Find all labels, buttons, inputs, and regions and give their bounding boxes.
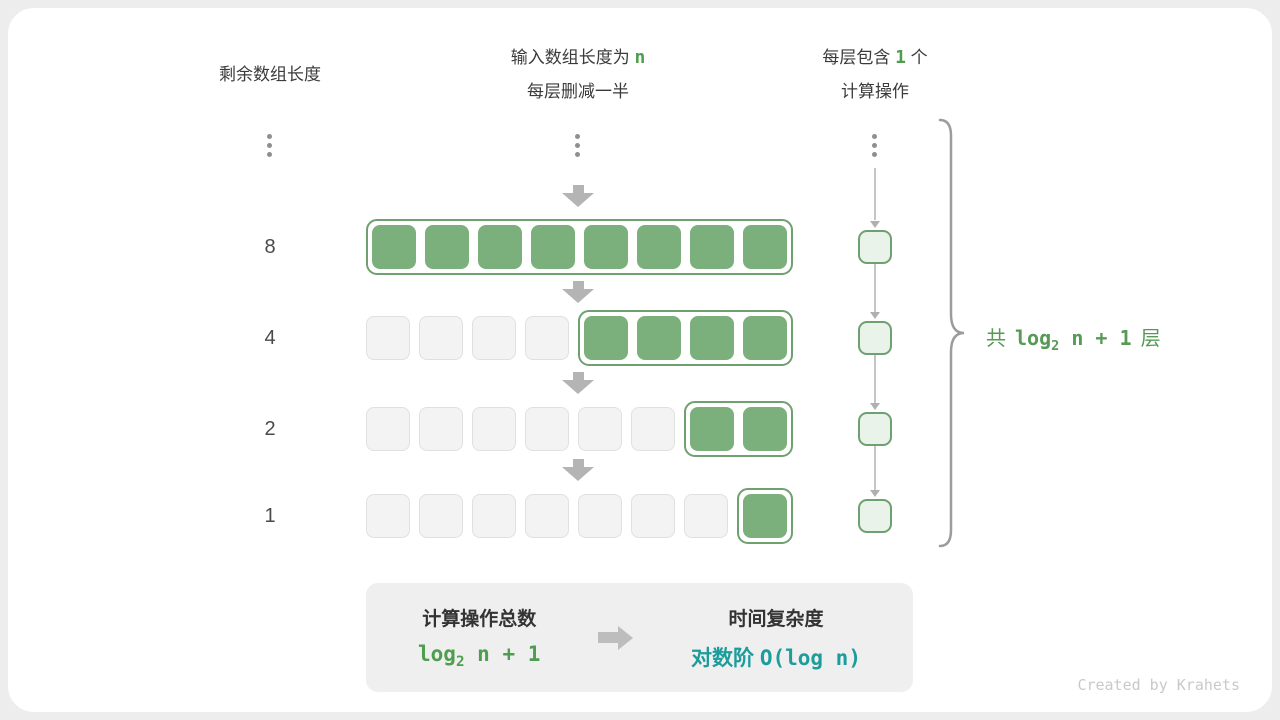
discarded-cell bbox=[472, 407, 516, 451]
remaining-cell bbox=[637, 225, 681, 269]
connector-line bbox=[874, 168, 876, 220]
discarded-cell bbox=[472, 316, 516, 360]
connector-line bbox=[874, 355, 876, 403]
operations-title: 计算操作总数 bbox=[422, 609, 537, 631]
right-header-line1: 每层包含 1 个 bbox=[775, 41, 975, 75]
down-arrow-icon bbox=[562, 281, 594, 303]
discarded-cell bbox=[684, 494, 728, 538]
right-header-text: 每层包含 bbox=[822, 48, 891, 67]
discarded-cell bbox=[366, 316, 410, 360]
row-length-label: 1 bbox=[264, 505, 276, 527]
right-column-header: 每层包含 1 个 计算操作 bbox=[775, 41, 975, 109]
right-header-suffix: 个 bbox=[910, 48, 928, 67]
active-subarray-container bbox=[737, 488, 793, 544]
complexity-value: 对数阶 O(log n) bbox=[691, 642, 861, 672]
operation-cell bbox=[858, 412, 892, 446]
remaining-cell bbox=[743, 225, 787, 269]
down-arrow-icon bbox=[562, 459, 594, 481]
complexity-title: 时间复杂度 bbox=[728, 608, 824, 630]
active-subarray-container bbox=[578, 310, 793, 366]
ellipsis-dots-center bbox=[575, 134, 580, 157]
discarded-cell bbox=[419, 407, 463, 451]
remaining-cell bbox=[690, 225, 734, 269]
row-length-label: 8 bbox=[264, 236, 276, 258]
discarded-cell bbox=[525, 316, 569, 360]
array-row bbox=[366, 488, 793, 544]
center-header-line1: 输入数组长度为 n bbox=[428, 41, 728, 75]
remaining-cell bbox=[743, 316, 787, 360]
remaining-cell bbox=[690, 407, 734, 451]
right-header-line2: 计算操作 bbox=[841, 82, 909, 101]
active-subarray-container bbox=[684, 401, 793, 457]
remaining-cell bbox=[531, 225, 575, 269]
discarded-cell bbox=[419, 316, 463, 360]
layer-count-formula: log2 n + 1 bbox=[1015, 326, 1132, 354]
operation-cell bbox=[858, 321, 892, 355]
active-subarray-container bbox=[366, 219, 793, 275]
discarded-cell bbox=[631, 407, 675, 451]
discarded-cell bbox=[366, 494, 410, 538]
layer-count-suffix: 层 bbox=[1140, 328, 1161, 350]
remaining-cell bbox=[743, 407, 787, 451]
remaining-cell bbox=[372, 225, 416, 269]
array-row bbox=[366, 401, 793, 457]
discarded-cell bbox=[631, 494, 675, 538]
layer-count-prefix: 共 bbox=[986, 328, 1006, 350]
complexity-code: O(log n) bbox=[759, 645, 861, 670]
remaining-cell bbox=[743, 494, 787, 538]
discarded-cell bbox=[525, 494, 569, 538]
remaining-cell bbox=[584, 225, 628, 269]
row-length-label: 4 bbox=[264, 327, 276, 349]
operation-cell bbox=[858, 230, 892, 264]
complexity-prefix: 对数阶 bbox=[690, 646, 754, 670]
operations-formula: log2 n + 1 bbox=[418, 642, 541, 671]
down-arrow-icon bbox=[562, 185, 594, 207]
array-row bbox=[366, 310, 793, 366]
discarded-cell bbox=[578, 494, 622, 538]
array-row bbox=[366, 219, 793, 275]
left-column-header: 剩余数组长度 bbox=[219, 65, 321, 84]
connector-arrowhead-icon bbox=[870, 221, 880, 228]
operation-cell bbox=[858, 499, 892, 533]
summary-box: 计算操作总数 log2 n + 1 时间复杂度 对数阶 O(log n) bbox=[366, 583, 913, 692]
remaining-cell bbox=[425, 225, 469, 269]
remaining-cell bbox=[690, 316, 734, 360]
discarded-cell bbox=[419, 494, 463, 538]
remaining-cell bbox=[584, 316, 628, 360]
connector-line bbox=[874, 446, 876, 490]
watermark: Created by Krahets bbox=[1077, 676, 1240, 694]
center-header-text: 输入数组长度为 bbox=[510, 48, 630, 67]
connector-arrowhead-icon bbox=[870, 403, 880, 410]
ellipsis-dots-left bbox=[267, 134, 272, 157]
complexity-summary: 时间复杂度 对数阶 O(log n) bbox=[691, 604, 861, 672]
discarded-cell bbox=[578, 407, 622, 451]
count-one: 1 bbox=[895, 47, 906, 68]
discarded-cell bbox=[472, 494, 516, 538]
remaining-cell bbox=[637, 316, 681, 360]
center-column-header: 输入数组长度为 n 每层删减一半 bbox=[428, 41, 728, 109]
brace-icon bbox=[938, 118, 965, 548]
ellipsis-dots-right bbox=[872, 134, 877, 157]
discarded-cell bbox=[525, 407, 569, 451]
center-header-line2: 每层删减一半 bbox=[527, 82, 629, 101]
row-length-label: 2 bbox=[264, 418, 276, 440]
connector-arrowhead-icon bbox=[870, 312, 880, 319]
discarded-cell bbox=[366, 407, 410, 451]
connector-line bbox=[874, 264, 876, 312]
operations-summary: 计算操作总数 log2 n + 1 bbox=[418, 604, 540, 670]
connector-arrowhead-icon bbox=[870, 490, 880, 497]
layer-count-label: 共 log2 n + 1 层 bbox=[986, 322, 1161, 354]
variable-n: n bbox=[634, 47, 646, 68]
remaining-cell bbox=[478, 225, 522, 269]
down-arrow-icon bbox=[562, 372, 594, 394]
implies-arrow-icon bbox=[598, 625, 634, 650]
